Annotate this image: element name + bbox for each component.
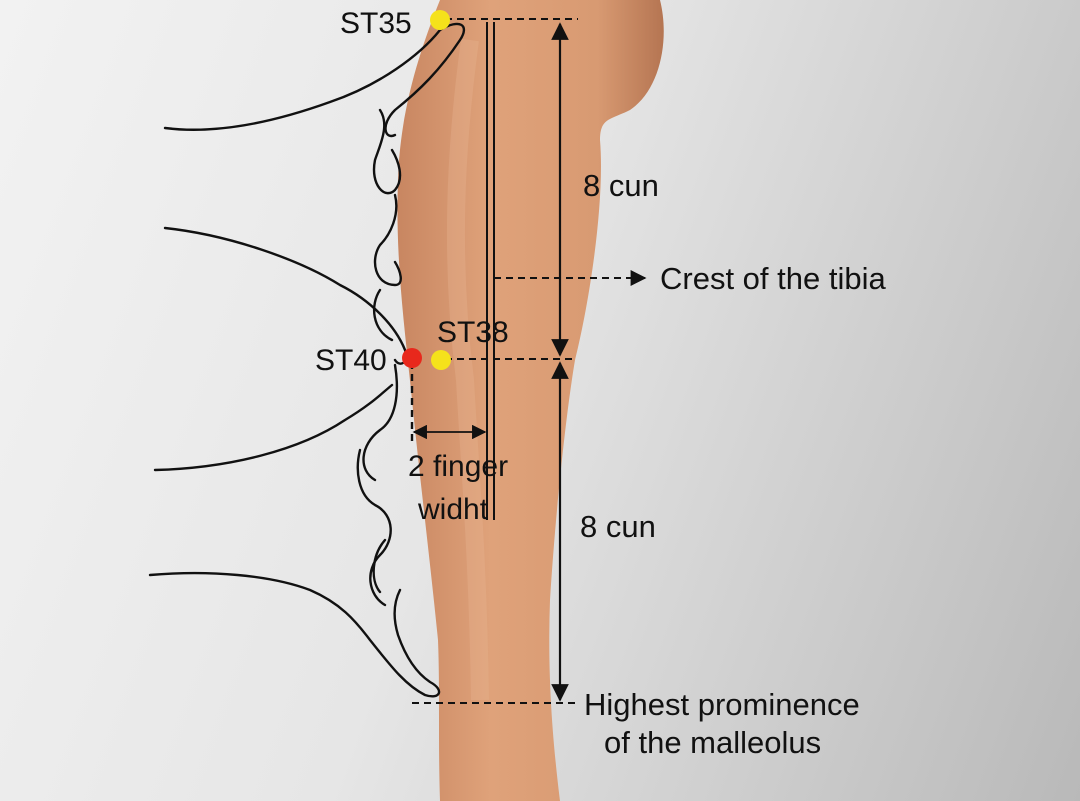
point-st35-label: ST35 [340, 7, 412, 40]
finger-width-label-line1: 2 finger [408, 450, 508, 483]
point-st40-dot [402, 348, 422, 368]
malleolus-label-line2: of the malleolus [604, 725, 821, 760]
point-st38-dot [431, 350, 451, 370]
leg-highlight [446, 38, 489, 701]
leg-shape [397, 0, 664, 801]
point-st38-label: ST38 [437, 316, 509, 349]
measuring-hand [148, 22, 466, 698]
malleolus-label-line1: Highest prominence [584, 687, 860, 722]
point-st35-dot [430, 10, 450, 30]
lower-distance-label: 8 cun [580, 509, 656, 544]
upper-distance-label: 8 cun [583, 168, 659, 203]
crest-label: Crest of the tibia [660, 261, 886, 296]
finger-width-label-line2: widht [417, 493, 489, 526]
point-st40-label: ST40 [315, 344, 387, 377]
